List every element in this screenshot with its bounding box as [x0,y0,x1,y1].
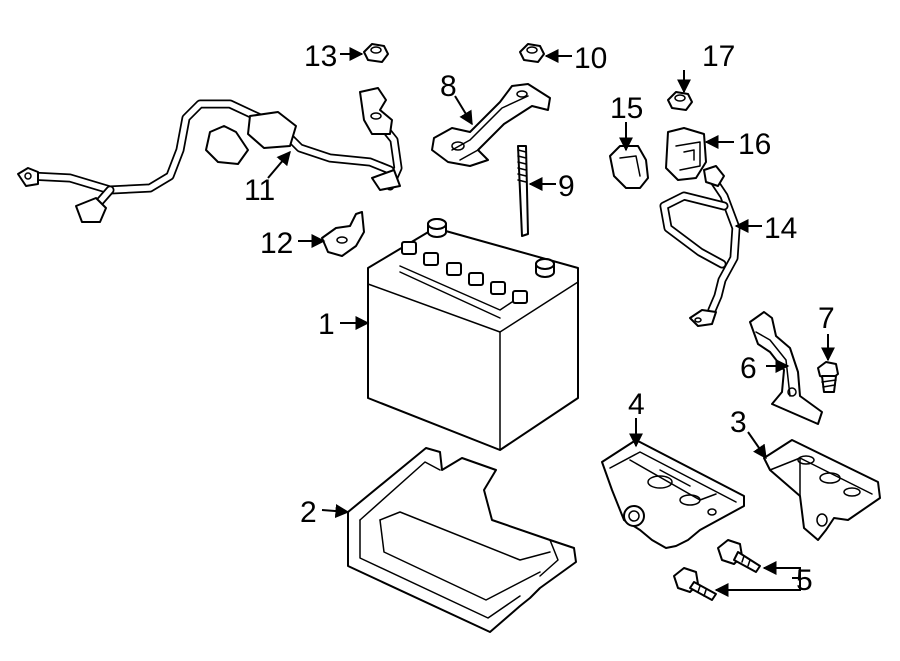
terminal-nut [667,91,693,111]
callout-11: 11 [244,174,275,207]
callout-8: 8 [440,70,457,103]
mounting-bolt-upper [717,539,761,573]
callout-12: 12 [260,227,293,260]
callout-17: 17 [702,40,735,73]
battery-terminal-negative [427,218,447,238]
callout-3: 3 [730,406,747,439]
callout-6: 6 [740,352,757,385]
callout-16: 16 [738,128,771,161]
battery-hold-down-clamp [431,83,551,167]
callout-5: 5 [796,564,813,597]
hold-down-rod [517,145,529,237]
battery-tray [347,447,577,633]
callout-13: 13 [304,40,337,73]
ground-cable [659,165,741,327]
terminal-cover [609,145,649,189]
callout-10: 10 [574,42,607,75]
callout-leaders [267,47,835,597]
fuse-terminal-block [665,127,707,181]
callout-7: 7 [818,302,835,335]
callout-1: 1 [318,308,335,341]
callout-4: 4 [628,388,645,421]
callout-2: 2 [300,496,317,529]
battery-wiring-harness [17,87,403,223]
battery-terminal-positive [535,258,555,278]
callout-14: 14 [764,212,797,245]
hold-down-bracket [749,311,823,425]
hold-down-bolt [817,361,839,393]
hold-down-nut [519,43,545,63]
battery-bracket-right [763,439,881,541]
battery [367,218,579,451]
battery-bracket-left [601,439,745,549]
harness-nut [363,43,389,63]
callout-15: 15 [610,92,643,125]
harness-clip [321,211,365,257]
mounting-bolt-lower [673,567,717,601]
battery-vent-caps [401,241,528,304]
callout-9: 9 [558,170,575,203]
